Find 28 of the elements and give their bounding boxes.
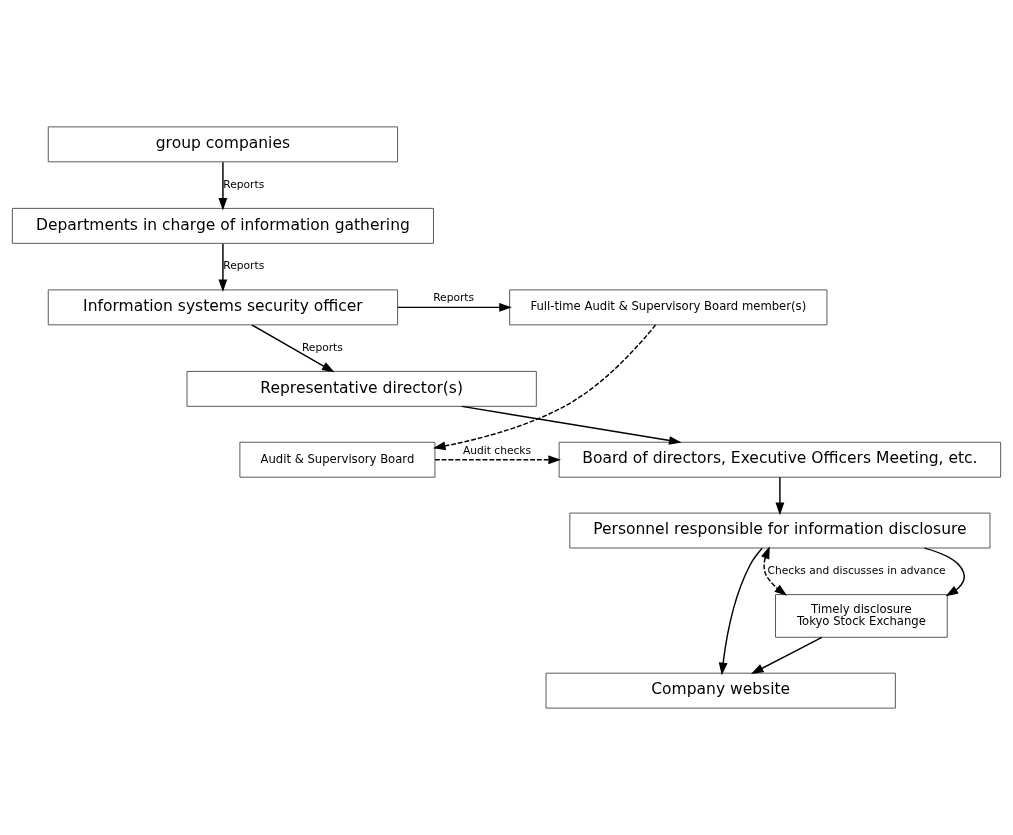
edge-label: Reports [223,259,265,273]
edge-label: Audit checks [462,443,532,457]
arrow [750,636,823,675]
node-box: Personnel responsible for information disclosure [569,512,991,549]
node-box: Timely disclosure Tokyo Stock Exchange [775,594,948,638]
arrow [923,547,965,597]
node-box: group companies [47,126,399,163]
arrow [434,455,561,465]
arrow [432,324,657,451]
node-box: Representative director(s) [186,370,537,407]
edge-label: Checks and discusses in advance [767,564,946,578]
arrow [251,324,335,373]
arrow [761,546,788,596]
arrow [718,547,763,676]
node-box: Full-time Audit & Supervisory Board member(s) [509,289,828,326]
node-box: Company website [545,672,896,709]
edge-label: Reports [301,340,343,354]
arrow [396,302,512,312]
arrow [461,405,682,445]
node-box: Departments in charge of information gathering [11,207,434,244]
edge-label: Reports [433,291,475,305]
arrow [218,161,228,211]
node-box: Board of directors, Executive Officers Meeting, etc. [558,441,1002,478]
node-box: Information systems security officer [47,289,399,326]
edge-label: Reports [223,177,265,191]
node-box: Audit & Supervisory Board [239,441,436,478]
arrow [775,476,785,516]
arrow [218,242,228,293]
